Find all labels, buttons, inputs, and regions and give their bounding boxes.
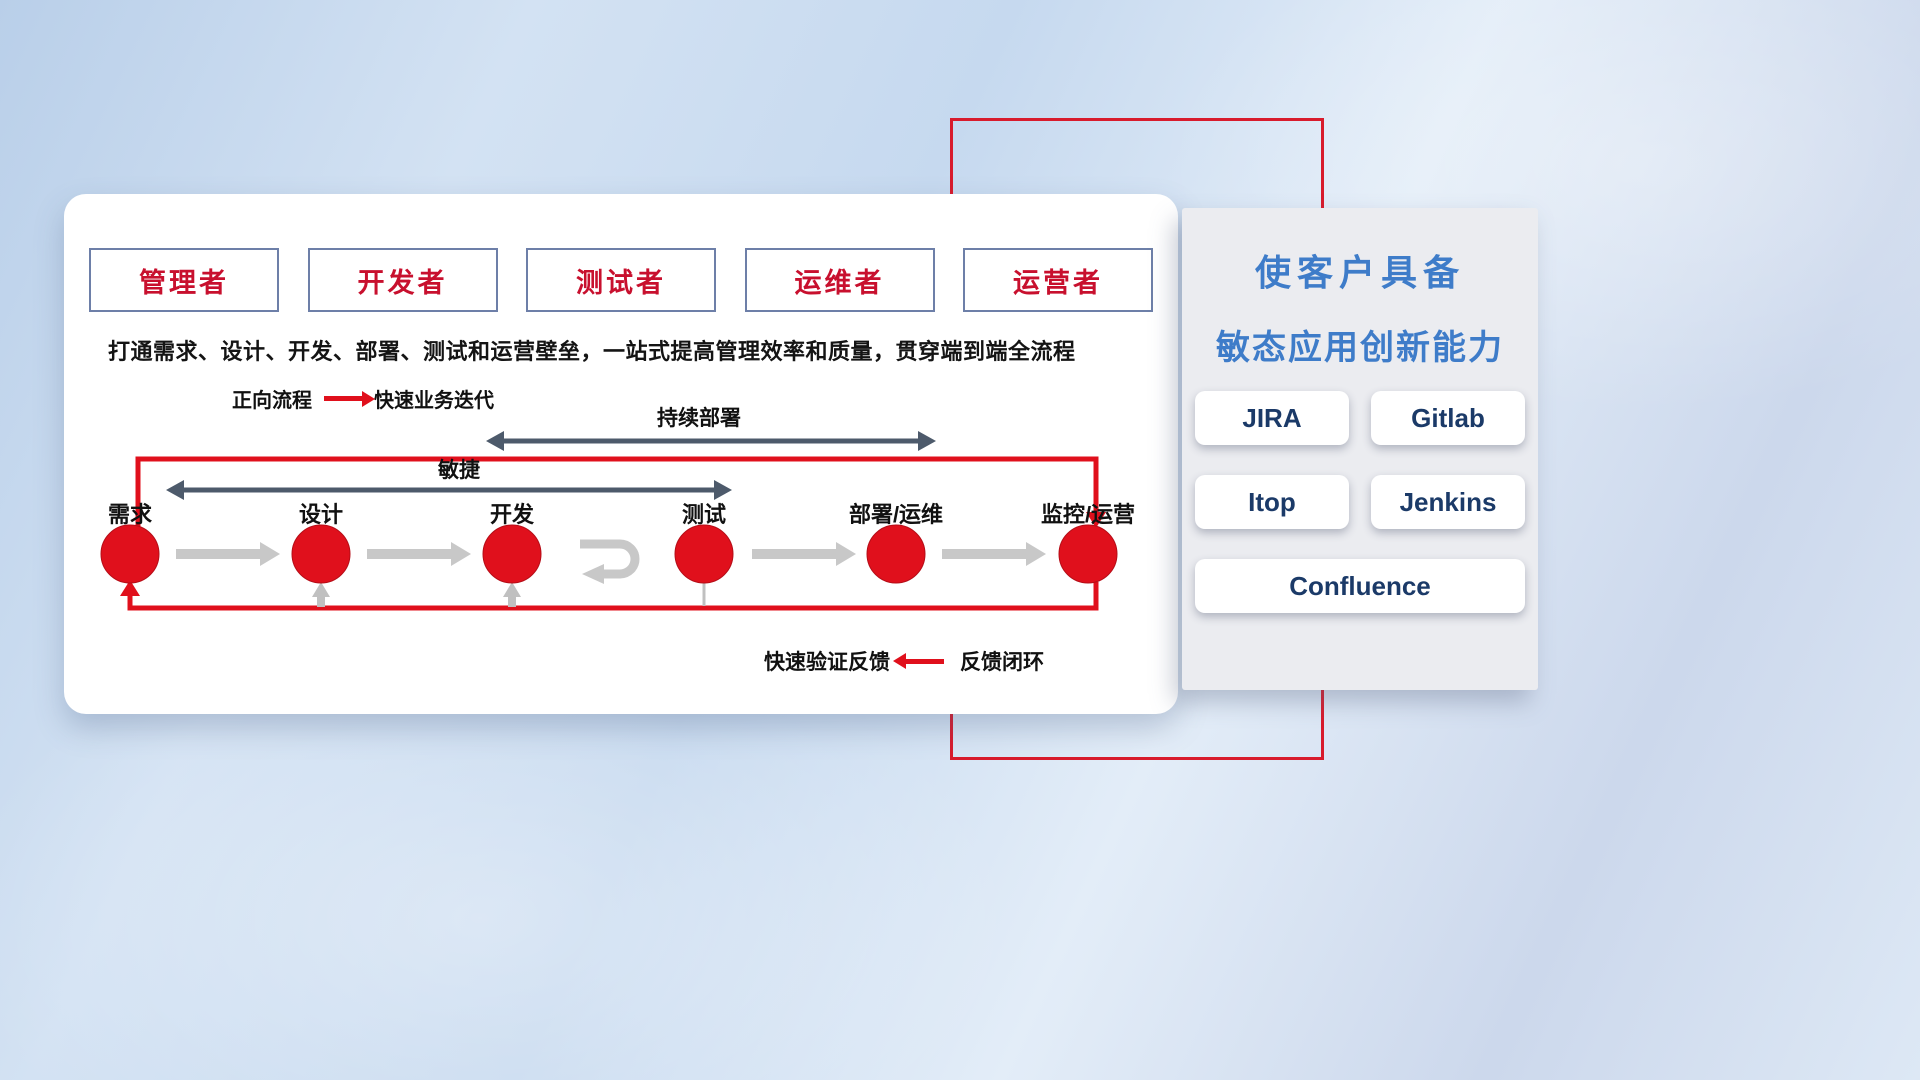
agile-arrowhead-right-icon: [714, 480, 732, 500]
label-continuous-deployment: 持续部署: [657, 407, 741, 430]
stage-node-monitor-operate: [1058, 524, 1118, 584]
flow-diagram: [100, 431, 1118, 611]
step-arrowhead-icon: [1026, 542, 1046, 566]
panel-title-line1: 使客户具备: [1254, 252, 1465, 293]
card-subtitle: 打通需求、设计、开发、部署、测试和运营壁垒，一站式提高管理效率和质量，贯穿端到端…: [108, 339, 1076, 364]
red-left-arrow-icon: [906, 658, 944, 664]
stage-label-testing: 测试: [681, 502, 726, 527]
legend-forward-label: 正向流程: [232, 390, 312, 412]
tool-itop: Itop: [1195, 475, 1349, 529]
role-box-manager: 管理者: [89, 248, 279, 312]
tool-grid: JIRA Gitlab Itop Jenkins Confluence: [1195, 391, 1525, 613]
label-agile: 敏捷: [438, 459, 480, 482]
legend-feedback-desc: 快速验证反馈: [764, 651, 890, 674]
role-label: 运维者: [794, 267, 885, 298]
role-box-ops: 运维者: [744, 248, 935, 312]
legend-forward-desc: 快速业务迭代: [374, 390, 494, 412]
tool-gitlab: Gitlab: [1371, 391, 1525, 445]
stage-node-design: [291, 524, 351, 584]
step-arrowhead-icon: [836, 542, 856, 566]
stage-label-requirements: 需求: [107, 502, 152, 527]
role-label: 管理者: [139, 267, 229, 298]
legend-feedback: 快速验证反馈 反馈闭环: [764, 646, 1044, 676]
red-feedback-loop-line: [127, 582, 1099, 611]
tool-jira: JIRA: [1195, 391, 1349, 445]
devops-flow-card: 管理者 开发者 测试者 运维者 运营者 打通需求、设计、开发、部署、测试和运营壁…: [64, 194, 1178, 714]
tool-confluence: Confluence: [1195, 559, 1525, 613]
role-label: 运营者: [1013, 267, 1103, 298]
feedback-up-arrowhead-icon: [503, 582, 521, 597]
stage-node-deploy-ops: [866, 524, 926, 584]
role-box-operator: 运营者: [963, 248, 1153, 312]
cd-arrowhead-left-icon: [486, 431, 504, 451]
role-box-developer: 开发者: [307, 248, 498, 312]
role-label: 测试者: [576, 267, 666, 298]
tool-jenkins: Jenkins: [1371, 475, 1525, 529]
role-label: 开发者: [357, 267, 448, 298]
stage-label-design: 设计: [298, 502, 343, 527]
step-arrowhead-icon: [451, 542, 471, 566]
step-arrowhead-icon: [260, 542, 280, 566]
legend-forward: 正向流程 快速业务迭代: [232, 384, 494, 413]
legend-feedback-label: 反馈闭环: [960, 651, 1044, 674]
role-box-tester: 测试者: [526, 248, 716, 312]
roles-row: 管理者 开发者 测试者 运维者 运营者: [89, 248, 1153, 312]
stage-node-testing: [674, 524, 734, 584]
red-forward-loop-line: [135, 456, 1099, 540]
iteration-loop-icon: [580, 539, 640, 579]
stage-node-development: [482, 524, 542, 584]
capability-panel: 使客户具备 敏态应用创新能力 JIRA Gitlab Itop Jenkins …: [1182, 208, 1538, 690]
agile-arrowhead-left-icon: [166, 480, 184, 500]
iteration-loop-arrowhead-icon: [582, 564, 604, 584]
panel-title-line2: 敏态应用创新能力: [1216, 329, 1504, 367]
red-arrowhead-down-icon: [1086, 512, 1106, 528]
stage-node-requirements: [100, 524, 160, 584]
red-right-arrow-icon: [324, 396, 362, 401]
cd-arrowhead-right-icon: [918, 431, 936, 451]
feedback-up-arrowhead-icon: [312, 582, 330, 597]
stage-label-monitor-operate: 监控/运营: [1040, 502, 1136, 527]
stage-label-deploy-ops: 部署/运维: [848, 502, 944, 527]
stage-label-development: 开发: [489, 502, 534, 527]
red-arrowhead-up-icon: [120, 580, 140, 596]
